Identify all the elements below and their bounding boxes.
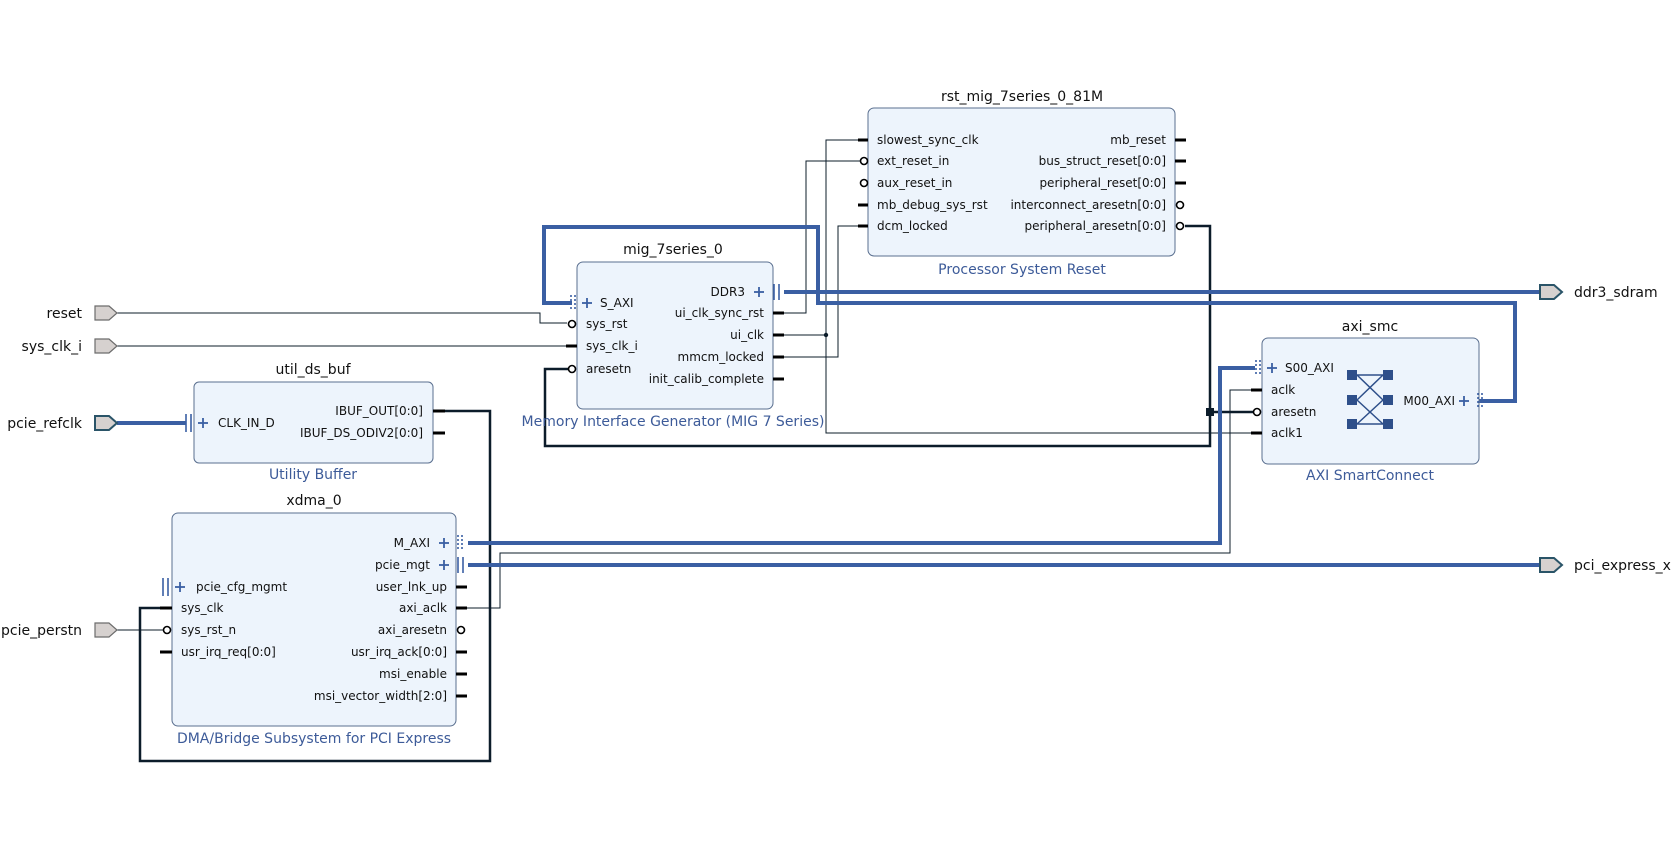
net-axi-aclk[interactable] bbox=[456, 389, 1262, 609]
pin-usr-irq-req[interactable]: usr_irq_req[0:0] bbox=[181, 645, 276, 659]
pin-peripheral-reset[interactable]: peripheral_reset[0:0] bbox=[1039, 176, 1166, 190]
block-rst-mig[interactable]: rst_mig_7series_0_81M Processor System R… bbox=[858, 89, 1186, 278]
pin-ext-reset-in[interactable]: ext_reset_in bbox=[877, 154, 949, 168]
block-body[interactable] bbox=[193, 381, 434, 464]
pcie-cfg-mgmt-interface-icon bbox=[162, 578, 185, 596]
port-label: pcie_perstn bbox=[1, 623, 82, 639]
pin-axi-aresetn[interactable]: axi_aresetn bbox=[378, 623, 447, 637]
pin-usr-irq-ack[interactable]: usr_irq_ack[0:0] bbox=[351, 645, 447, 659]
clk-in-d-interface-icon bbox=[185, 414, 208, 432]
external-port-ddr3-sdram[interactable]: ddr3_sdram bbox=[1539, 284, 1658, 301]
block-body[interactable] bbox=[171, 512, 457, 727]
input-port-icon bbox=[94, 338, 118, 354]
pin-aresetn[interactable]: aresetn bbox=[1271, 405, 1316, 419]
bus-port-icon bbox=[1539, 557, 1564, 573]
wires bbox=[111, 139, 1540, 763]
m-axi-interface-icon bbox=[439, 535, 463, 551]
pin-slowest-sync-clk[interactable]: slowest_sync_clk bbox=[877, 133, 979, 147]
pin-aclk1[interactable]: aclk1 bbox=[1271, 426, 1303, 440]
pin-ibuf-out[interactable]: IBUF_OUT[0:0] bbox=[335, 404, 423, 418]
port-label: pci_express_x4 bbox=[1574, 558, 1671, 574]
port-label: reset bbox=[47, 306, 83, 322]
pcie-mgt-interface-icon bbox=[439, 557, 464, 573]
block-axi-smc[interactable]: axi_smc AXI SmartConnect S00_AXI aclk ar… bbox=[1251, 319, 1483, 484]
pin-msi-enable[interactable]: msi_enable bbox=[379, 667, 447, 681]
pin-aux-reset-in[interactable]: aux_reset_in bbox=[877, 176, 952, 190]
bus-port-icon bbox=[94, 415, 119, 431]
pin-m00-axi[interactable]: M00_AXI bbox=[1403, 394, 1455, 408]
pin-clk-in-d[interactable]: CLK_IN_D bbox=[218, 416, 275, 430]
net-ui-clk-aclk1[interactable] bbox=[825, 335, 1262, 434]
net-ibuf-out[interactable] bbox=[138, 409, 492, 763]
pin-sys-rst-n[interactable]: sys_rst_n bbox=[181, 623, 236, 637]
block-util-ds-buf[interactable]: util_ds_buf Utility Buffer CLK_IN_D IBUF… bbox=[185, 362, 445, 483]
pin-bus-struct-reset[interactable]: bus_struct_reset[0:0] bbox=[1039, 154, 1166, 168]
pin-sys-clk-i[interactable]: sys_clk_i bbox=[586, 339, 638, 353]
pin-s-axi[interactable]: S_AXI bbox=[600, 296, 634, 310]
block-subtitle: Memory Interface Generator (MIG 7 Series… bbox=[522, 414, 825, 430]
net-peripheral-aresetn[interactable] bbox=[543, 224, 1212, 448]
bus-m-axi[interactable] bbox=[468, 366, 1255, 545]
block-subtitle: DMA/Bridge Subsystem for PCI Express bbox=[177, 731, 451, 747]
s00-axi-interface-icon bbox=[1255, 360, 1277, 376]
pin-mb-debug-sys-rst[interactable]: mb_debug_sys_rst bbox=[877, 198, 988, 212]
block-title: axi_smc bbox=[1342, 319, 1398, 335]
pin-mb-reset[interactable]: mb_reset bbox=[1110, 133, 1166, 147]
pin-sys-rst[interactable]: sys_rst bbox=[586, 317, 628, 331]
net-ui-clk[interactable] bbox=[778, 139, 868, 336]
block-xdma[interactable]: xdma_0 DMA/Bridge Subsystem for PCI Expr… bbox=[160, 493, 467, 747]
pin-aclk[interactable]: aclk bbox=[1271, 383, 1295, 397]
external-port-pci-express-x4[interactable]: pci_express_x4 bbox=[1539, 557, 1671, 574]
pin-ui-clk-sync-rst[interactable]: ui_clk_sync_rst bbox=[675, 306, 765, 320]
net-reset[interactable] bbox=[111, 312, 567, 324]
pin-dcm-locked[interactable]: dcm_locked bbox=[877, 219, 948, 233]
external-port-reset[interactable]: reset bbox=[47, 305, 118, 322]
pin-ddr3[interactable]: DDR3 bbox=[711, 285, 745, 299]
pin-aresetn[interactable]: aresetn bbox=[586, 362, 631, 376]
pin-m-axi[interactable]: M_AXI bbox=[394, 536, 430, 550]
external-port-sys-clk-i[interactable]: sys_clk_i bbox=[22, 338, 118, 355]
crossbar-icon bbox=[1347, 370, 1393, 429]
pin-pcie-mgt[interactable]: pcie_mgt bbox=[375, 558, 430, 572]
input-port-icon bbox=[94, 622, 118, 638]
m00-axi-interface-icon bbox=[1459, 393, 1483, 409]
pin-axi-aclk[interactable]: axi_aclk bbox=[399, 601, 447, 615]
block-subtitle: Utility Buffer bbox=[269, 467, 357, 483]
pin-peripheral-aresetn[interactable]: peripheral_aresetn[0:0] bbox=[1024, 219, 1166, 233]
pin-mmcm-locked[interactable]: mmcm_locked bbox=[678, 350, 764, 364]
pin-s00-axi[interactable]: S00_AXI bbox=[1285, 361, 1334, 375]
external-port-pcie-refclk[interactable]: pcie_refclk bbox=[7, 415, 119, 432]
input-port-icon bbox=[94, 305, 118, 321]
block-subtitle: Processor System Reset bbox=[938, 262, 1106, 278]
block-title: util_ds_buf bbox=[275, 362, 351, 378]
pin-interconnect-aresetn[interactable]: interconnect_aresetn[0:0] bbox=[1010, 198, 1166, 212]
pin-ibuf-ds-odiv2[interactable]: IBUF_DS_ODIV2[0:0] bbox=[300, 426, 423, 440]
pin-pcie-cfg-mgmt[interactable]: pcie_cfg_mgmt bbox=[196, 580, 287, 594]
block-subtitle: AXI SmartConnect bbox=[1306, 468, 1434, 484]
port-label: ddr3_sdram bbox=[1574, 285, 1658, 301]
bus-port-icon bbox=[1539, 284, 1564, 300]
ddr3-interface-icon bbox=[754, 284, 780, 300]
port-label: pcie_refclk bbox=[7, 416, 83, 432]
pin-user-lnk-up[interactable]: user_lnk_up bbox=[376, 580, 447, 594]
bus-smc-to-mig-s-axi[interactable] bbox=[542, 225, 1517, 403]
s-axi-interface-icon bbox=[570, 295, 592, 311]
pin-ui-clk[interactable]: ui_clk bbox=[730, 328, 764, 342]
external-port-pcie-perstn[interactable]: pcie_perstn bbox=[1, 622, 118, 639]
pin-init-calib-complete[interactable]: init_calib_complete bbox=[649, 372, 764, 386]
block-mig-7series[interactable]: mig_7series_0 Memory Interface Generator… bbox=[522, 242, 825, 430]
block-title: mig_7series_0 bbox=[623, 242, 723, 258]
pin-msi-vector-width[interactable]: msi_vector_width[2:0] bbox=[314, 689, 447, 703]
block-title: xdma_0 bbox=[286, 493, 341, 509]
pin-sys-clk[interactable]: sys_clk bbox=[181, 601, 224, 615]
port-label: sys_clk_i bbox=[22, 339, 82, 355]
block-body[interactable] bbox=[1261, 337, 1480, 465]
block-title: rst_mig_7series_0_81M bbox=[941, 89, 1103, 105]
net-ui-clk-sync-rst[interactable] bbox=[778, 160, 866, 314]
